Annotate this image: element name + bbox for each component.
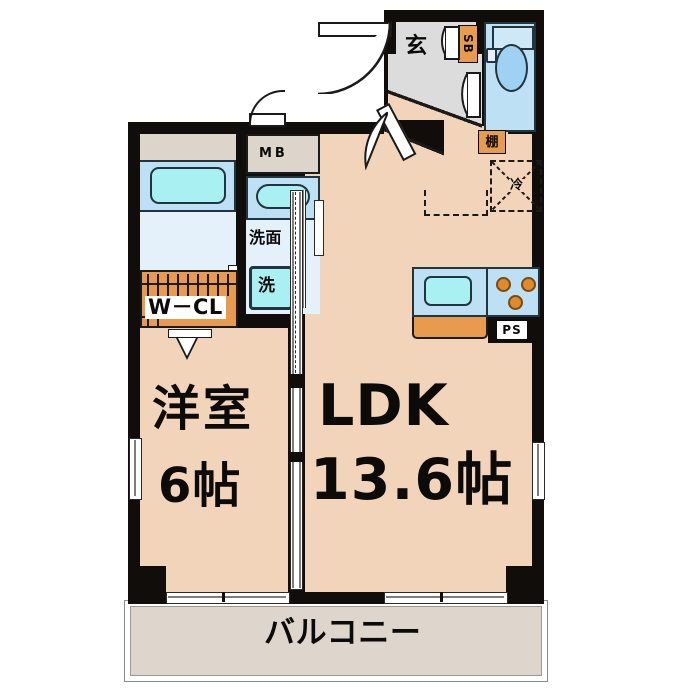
pipe-shaft-label: PS [502,323,522,337]
bedroom-balcony-window-stile [222,592,225,602]
balcony-label: バルコニー [264,615,422,651]
refrigerator-space [490,160,542,212]
stove-burner-left [496,277,511,292]
refrigerator-label: 冷 [509,178,525,193]
washroom-window[interactable] [314,200,324,256]
washing-machine-pan [249,266,293,310]
washroom-label: 洗面 [249,228,282,247]
refrigerator-cross [490,160,542,212]
toilet-door-arc [424,68,469,120]
stove-burner-right [521,277,536,292]
partition-mullion-d [299,384,301,588]
closet-label: W－CL [145,296,226,319]
ldk-hall-door-arc [330,108,391,171]
closet-hatch-5 [187,274,189,296]
kitchen-sink [424,276,472,306]
ldk-balcony-window-mullion [386,596,504,598]
closet-hatch-6 [197,274,199,296]
entrance-hall-door-leaf[interactable] [444,26,460,60]
meter-box-door-arc [249,90,285,126]
kitchen-counter-divider [486,267,488,317]
shelf-tag: 棚 [478,130,506,154]
stove-burner-center [508,295,523,310]
entrance-label: 玄 [405,34,428,59]
entry-storage-outline [424,190,488,216]
ldk-corner-pillar [506,566,532,592]
closet-hatch-3 [167,274,169,296]
kitchen-base-cabinet [412,317,488,339]
bedroom-floor [140,328,288,592]
partition-jamb-mid [288,374,305,388]
closet-hanger-rod [142,283,236,285]
partition-mullion-b [299,192,301,378]
shoe-box-tag: SB [458,25,478,63]
partition-mullion-a [292,192,294,378]
toilet-door-leaf[interactable] [466,72,481,118]
ldk-balcony-window-stile [440,592,443,602]
pipe-shaft-tag: PS [496,320,528,340]
ldk-side-window-mullion [537,444,539,496]
toilet-bowl [495,44,528,92]
closet-door-arrow[interactable] [178,338,196,356]
entrance-hall-door-arc [416,22,447,60]
balcony-floor [130,606,542,676]
closet-hatch-2 [157,274,159,296]
shoe-box-label: SB [461,34,475,54]
closet-door-panel[interactable] [168,329,212,338]
closet-hatch-1 [147,274,149,296]
bedroom-balcony-window[interactable] [166,592,290,604]
ldk-size-label: 13.6帖 [310,447,514,513]
partition-dash-line [295,192,296,378]
washing-machine-label: 洗 [258,276,276,296]
bathtub-basin [150,167,226,204]
bedroom-balcony-window-mullion [168,596,286,598]
ldk-name-label: LDK [318,373,449,439]
closet-hatch-7 [207,274,209,296]
toilet-lever [486,48,497,63]
bedroom-size-label: 6帖 [158,458,242,514]
bedroom-name-label: 洋室 [152,381,255,437]
meter-box [246,134,320,174]
closet-hatch-9 [227,274,229,296]
meter-box-label: MB [259,146,288,161]
partition-mullion-c [292,384,294,588]
entrance-door-arc [317,21,391,95]
bedroom-side-window-mullion [134,440,136,496]
closet-hatch-8 [217,274,219,296]
shelf-label: 棚 [485,134,499,150]
bedroom-corner-pillar [140,566,166,592]
washroom-door-mullion [302,190,304,308]
closet-hatch-4 [177,274,179,296]
partition-jamb-low [288,452,305,462]
ldk-balcony-window[interactable] [384,592,508,604]
